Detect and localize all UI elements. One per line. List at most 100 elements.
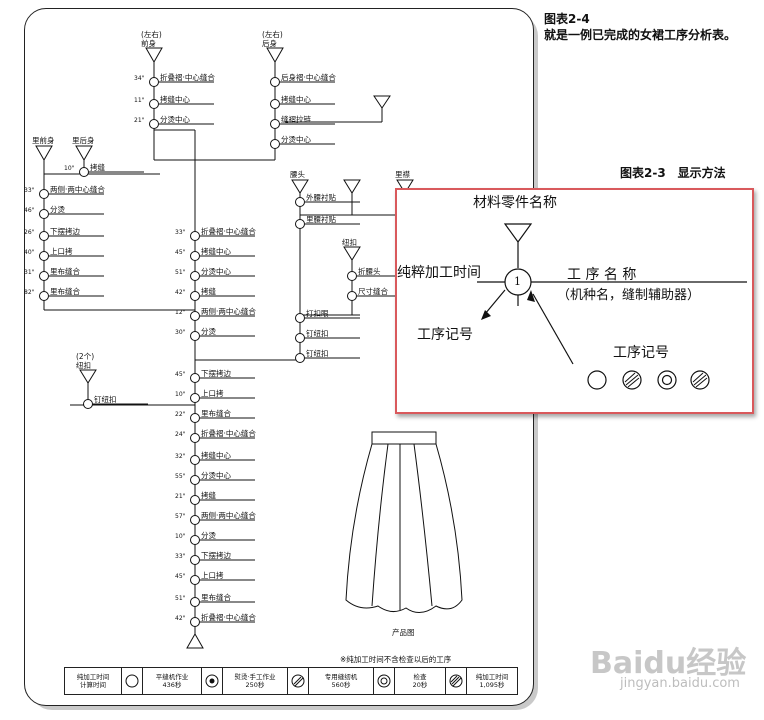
left-op-circle-0 <box>39 189 49 199</box>
waist-op-name-1: 里腰衬贴 <box>306 215 336 224</box>
back-op-circle-1 <box>270 99 280 109</box>
main-op-circle-7 <box>190 393 200 403</box>
baidu-watermark: Baidu经验 <box>590 646 747 681</box>
left-op-time-5: 82" <box>24 289 35 296</box>
main-op-name-7: 上口拷 <box>201 389 224 398</box>
main-op-name-15: 下摆拷边 <box>201 551 231 560</box>
watermark-url: jingyan.baidu.com <box>620 676 740 691</box>
part-label-waist: 腰头 <box>290 170 305 179</box>
material-part-name-label: 材料零件名称 <box>473 195 557 211</box>
main-op-name-18: 折叠褶·中心缝合 <box>201 613 256 622</box>
main-op-circle-12 <box>190 495 200 505</box>
main-op-name-5: 分烫 <box>201 327 216 336</box>
summary-legend-row: 纯加工时间 计算时间 平缝机作业 436秒 熨烫·手工作业 250秒 专用缝纫机… <box>64 667 518 695</box>
front-op-name-2: 分烫中心 <box>160 115 190 124</box>
front-op-circle-0 <box>149 77 159 87</box>
main-op-name-2: 分烫中心 <box>201 267 231 276</box>
left-op-circle-5 <box>39 291 49 301</box>
main-op-time-1: 45" <box>175 249 186 256</box>
bottom-op-name-0: 钉纽扣 <box>94 395 117 404</box>
main-op-circle-16 <box>190 575 200 585</box>
main-op-time-3: 42" <box>175 289 186 296</box>
dotted-circle-icon <box>202 668 223 694</box>
lining-op-time-0: 10" <box>64 165 75 172</box>
hatched-circle-icon <box>288 668 309 694</box>
main-op-time-12: 21" <box>175 493 186 500</box>
left-op-name-2: 下摆拷边 <box>50 227 80 236</box>
main-op-circle-10 <box>190 455 200 465</box>
button-op-name-1: 尺寸缝合 <box>358 287 388 296</box>
main-op-time-7: 10" <box>175 391 186 398</box>
skirt-illustration <box>345 431 463 613</box>
notation-legend-graphic <box>477 223 747 390</box>
bottom-op-circle-0 <box>83 399 93 409</box>
back-op-circle-2 <box>270 119 280 129</box>
figure-2-3-title: 图表2-3 显示方法 <box>620 166 726 180</box>
front-op-circle-2 <box>149 119 159 129</box>
figure-2-4-description: 就是一例已完成的女裙工序分析表。 <box>544 28 737 42</box>
front-op-name-0: 折叠褶·中心缝合 <box>160 73 215 82</box>
back-op-name-2: 缝褶拉链 <box>281 115 311 124</box>
main-op-name-1: 拷缝中心 <box>201 247 231 256</box>
part-label-button: 纽扣 <box>342 238 357 247</box>
main-op-circle-0 <box>190 231 200 241</box>
button-op-name-0: 折腰头 <box>358 267 381 276</box>
back-op-name-3: 分烫中心 <box>281 135 311 144</box>
main-op-circle-14 <box>190 535 200 545</box>
process-mark-left-label: 工序记号 <box>417 327 473 343</box>
front-op-time-1: 11" <box>134 97 145 104</box>
front-op-name-1: 拷缝中心 <box>160 95 190 104</box>
finish-op-name-0: 打扣眼 <box>306 309 329 318</box>
machine-type-label: （机种名，缝制辅助器） <box>557 288 701 303</box>
main-op-circle-18 <box>190 617 200 627</box>
plain-circle-icon <box>122 668 143 694</box>
garment-caption: 产品图 <box>392 628 415 637</box>
button-op-circle-1 <box>347 291 357 301</box>
main-op-circle-2 <box>190 271 200 281</box>
main-op-time-2: 51" <box>175 269 186 276</box>
left-op-time-4: 31" <box>24 269 35 276</box>
main-op-time-14: 10" <box>175 533 186 540</box>
main-op-circle-1 <box>190 251 200 261</box>
main-op-circle-17 <box>190 597 200 607</box>
main-op-name-11: 分烫中心 <box>201 471 231 480</box>
main-op-circle-3 <box>190 291 200 301</box>
legend-special-machine: 专用缝纫机 560秒 <box>309 668 374 694</box>
main-op-circle-11 <box>190 475 200 485</box>
lining-op-name-0: 拷缝 <box>90 163 105 172</box>
front-op-time-2: 21" <box>134 117 145 124</box>
waist-op-name-0: 外腰衬贴 <box>306 193 336 202</box>
main-op-circle-9 <box>190 433 200 443</box>
main-op-name-6: 下摆拷边 <box>201 369 231 378</box>
left-op-time-2: 26" <box>24 229 35 236</box>
main-op-name-12: 拷缝 <box>201 491 216 500</box>
process-mark-right-label: 工序记号 <box>613 345 669 361</box>
chart-footnote: ※纯加工时间不含检查以后的工序 <box>340 655 452 664</box>
left-op-time-3: 40" <box>24 249 35 256</box>
main-op-time-10: 32" <box>175 453 186 460</box>
left-op-time-0: 33" <box>24 187 35 194</box>
left-op-name-1: 分烫 <box>50 205 65 214</box>
back-op-name-0: 后身褶·中心缝合 <box>281 73 336 82</box>
waist-op-circle-1 <box>295 219 305 229</box>
front-op-circle-1 <box>149 99 159 109</box>
waist-op-circle-0 <box>295 197 305 207</box>
ring-circle-icon <box>374 668 395 694</box>
back-op-circle-3 <box>270 139 280 149</box>
main-op-name-10: 拷缝中心 <box>201 451 231 460</box>
main-op-time-13: 57" <box>175 513 186 520</box>
main-op-name-14: 分烫 <box>201 531 216 540</box>
left-op-circle-4 <box>39 271 49 281</box>
main-op-time-18: 42" <box>175 615 186 622</box>
main-op-name-3: 拷缝 <box>201 287 216 296</box>
finish-op-circle-0 <box>295 313 305 323</box>
figure-2-4-title: 图表2-4 <box>544 12 590 26</box>
pure-processing-time-label: 纯粹加工时间 <box>397 265 481 281</box>
back-op-circle-0 <box>270 77 280 87</box>
main-op-name-13: 两侧·两中心缝合 <box>201 511 256 520</box>
left-op-circle-3 <box>39 251 49 261</box>
main-op-time-11: 55" <box>175 473 186 480</box>
button-op-circle-0 <box>347 271 357 281</box>
main-op-time-15: 33" <box>175 553 186 560</box>
main-op-circle-15 <box>190 555 200 565</box>
